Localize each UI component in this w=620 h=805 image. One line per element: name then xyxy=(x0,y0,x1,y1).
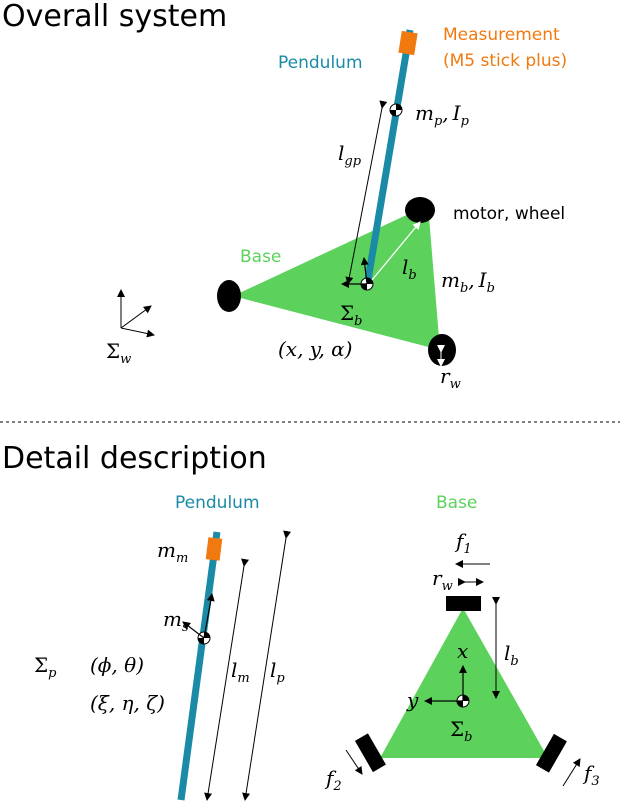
detail-lp-label: lp xyxy=(270,658,285,686)
detail-pendulum-label: Pendulum xyxy=(175,493,260,513)
overall-world-frame xyxy=(117,289,155,338)
overall-sigma-b-label: Σb xyxy=(340,301,362,329)
overall-wheel-right xyxy=(428,334,456,366)
detail-measurement-device xyxy=(205,537,223,561)
overall-section-title: Overall system xyxy=(2,0,227,34)
detail-f2-arrow xyxy=(345,749,363,775)
overall-lb-label: lb xyxy=(402,255,417,283)
detail-base-label: Base xyxy=(436,493,477,513)
detail-rw-label: rw xyxy=(432,566,453,594)
overall-lgp-arrow xyxy=(345,100,388,285)
detail-sigma-b-label: Σb xyxy=(450,717,472,745)
detail-lb-label: lb xyxy=(504,641,519,669)
detail-f1-label: f1 xyxy=(454,529,472,557)
overall-pendulum-com-marker xyxy=(389,103,403,117)
detail-coords-label: (ξ, η, ζ) xyxy=(90,691,165,715)
detail-f2-label: f2 xyxy=(324,766,342,794)
overall-motor-wheel-label: motor, wheel xyxy=(453,204,565,224)
detail-section-title: Detail description xyxy=(2,441,267,476)
detail-wheel-top xyxy=(446,596,481,611)
overall-measurement-label-1: Measurement xyxy=(443,25,560,45)
overall-wheel-left xyxy=(217,280,241,312)
detail-pendulum-rod xyxy=(177,531,221,801)
overall-mb-ib-label: mb,Ib xyxy=(441,268,495,296)
detail-wheel-left xyxy=(354,733,386,773)
overall-pendulum-label: Pendulum xyxy=(278,53,363,73)
overall-sigma-w-label: Σw xyxy=(106,339,131,367)
detail-wheel-right xyxy=(535,733,567,773)
detail-base-triangle xyxy=(380,608,548,758)
overall-mp-ip-label: mp,Ip xyxy=(415,101,470,129)
detail-f3-arrow xyxy=(562,758,581,787)
overall-measurement-device xyxy=(398,30,418,56)
detail-y-label: y xyxy=(406,688,419,712)
overall-wheel-top xyxy=(405,197,435,223)
overall-base-label: Base xyxy=(240,247,281,267)
detail-pendulum-axis-left xyxy=(182,621,205,639)
detail-lp-arrow xyxy=(242,530,292,801)
detail-x-label: x xyxy=(457,639,468,663)
detail-angles-label: (ϕ, θ) xyxy=(90,653,144,677)
overall-base-axis-arrow-up xyxy=(360,257,369,285)
detail-mm-label: mm xyxy=(157,538,188,566)
detail-f3-label: f3 xyxy=(582,761,600,789)
overall-base-triangle xyxy=(233,205,440,350)
overall-lgp-label: lgp xyxy=(338,141,362,169)
overall-measurement-label-2: (M5 stick plus) xyxy=(443,51,567,71)
detail-sigma-p-label: Σp xyxy=(34,653,57,681)
overall-state-label: (x, y, α) xyxy=(278,337,352,361)
detail-ms-label: ms xyxy=(163,607,189,635)
detail-lm-label: lm xyxy=(231,658,250,686)
overall-lb-arrow xyxy=(371,221,421,281)
detail-lm-arrow xyxy=(204,558,250,801)
overall-rw-label: rw xyxy=(440,364,461,392)
